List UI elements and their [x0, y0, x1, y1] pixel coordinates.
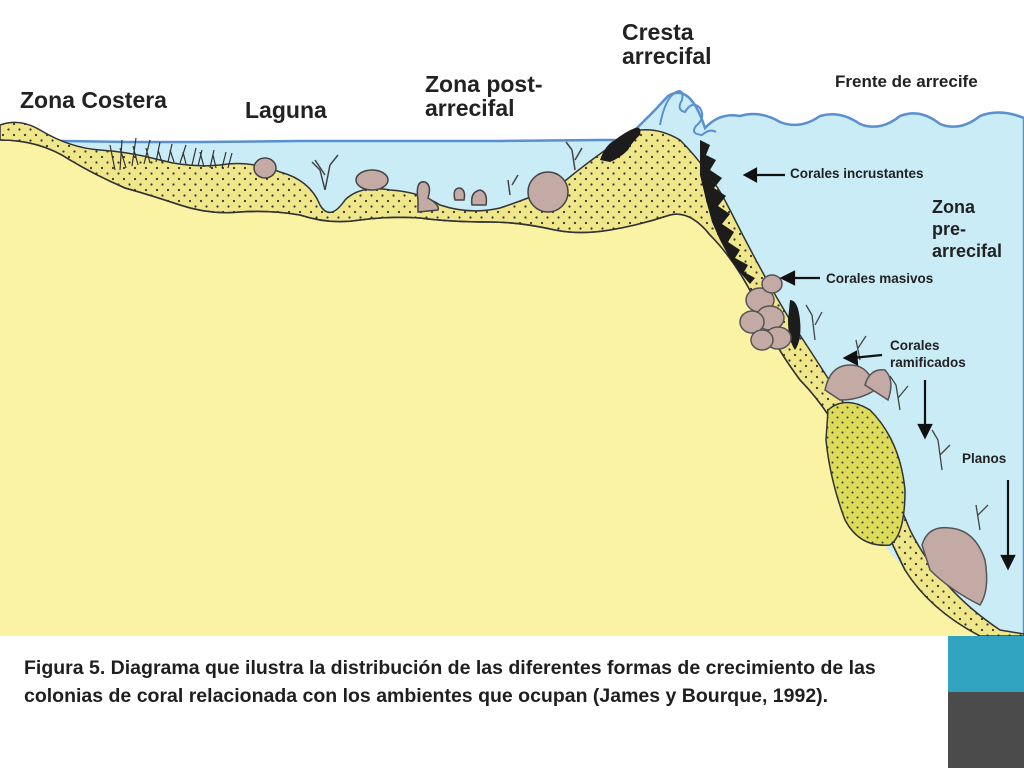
slide-accent-gray	[948, 692, 1024, 768]
label-planos: Planos	[962, 451, 1007, 466]
branching-corals	[805, 304, 989, 531]
label-zona-pre-line2: pre-	[932, 219, 967, 239]
label-zona-post-arrecifal: Zona post- arrecifal	[425, 72, 543, 120]
label-frente-de-arrecife: Frente de arrecife	[835, 72, 978, 91]
mound-corals	[824, 364, 988, 606]
label-ramificados-line2: ramificados	[890, 355, 966, 370]
label-ramificados-line1: Corales	[890, 338, 940, 353]
label-zona-post-line2: arrecifal	[425, 95, 515, 122]
label-zona-costera: Zona Costera	[20, 87, 167, 113]
label-zona-post-line1: Zona post-	[425, 71, 543, 97]
label-cresta-line1: Cresta	[622, 19, 694, 45]
label-corales-ramificados: Corales ramificados	[890, 337, 966, 371]
label-zona-pre-arrecifal: Zona pre- arrecifal	[932, 196, 1002, 262]
label-arrows	[742, 167, 1016, 571]
label-corales-incrustantes: Corales incrustantes	[790, 166, 924, 181]
massive-corals	[739, 274, 792, 351]
label-zona-pre-line3: arrecifal	[932, 241, 1003, 261]
slide-accent-teal	[948, 636, 1024, 692]
sand-base	[0, 130, 1024, 636]
label-corales-masivos: Corales masivos	[826, 271, 934, 286]
crest-seaweed	[659, 90, 717, 137]
reef-diagram	[0, 90, 1024, 636]
seagrass	[109, 137, 233, 171]
label-zona-pre-line1: Zona	[932, 197, 975, 217]
fore-reef-mound	[825, 401, 906, 547]
lagoon-corals	[253, 141, 583, 213]
label-cresta-line2: arrecifal	[622, 43, 712, 70]
figure-caption: Figura 5. Diagrama que ilustra la distri…	[24, 657, 876, 707]
label-cresta-arrecifal: Cresta arrecifal	[622, 20, 712, 68]
label-laguna: Laguna	[245, 97, 327, 123]
